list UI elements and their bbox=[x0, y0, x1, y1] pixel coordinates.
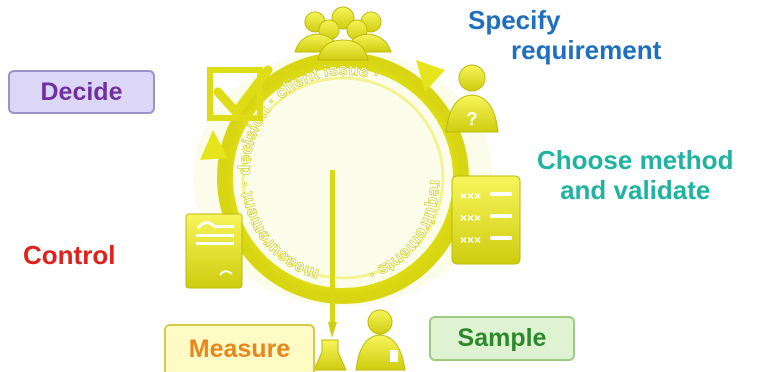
choose-line-2: and validate bbox=[560, 174, 711, 205]
sample-label: Sample bbox=[429, 316, 575, 361]
scientist-icon bbox=[355, 309, 406, 371]
inner-ring bbox=[241, 76, 445, 280]
control-label: Control bbox=[23, 240, 116, 270]
svg-text:×××: ××× bbox=[460, 211, 481, 225]
choose-method-label: Choose method and validate bbox=[537, 145, 734, 206]
document-icon bbox=[185, 213, 243, 289]
svg-text:×××: ××× bbox=[460, 189, 481, 203]
svg-text:?: ? bbox=[467, 109, 478, 129]
specify-line-2: requirement bbox=[511, 34, 662, 65]
specify-line-1: Specify bbox=[468, 5, 561, 35]
measure-label: Measure bbox=[164, 324, 315, 372]
group-icon bbox=[294, 6, 392, 61]
flask-icon bbox=[313, 170, 347, 371]
checklist-icon: ××× ××× ××× bbox=[451, 175, 521, 265]
svg-text:×××: ××× bbox=[460, 233, 481, 247]
specify-requirement-label: Specify requirement bbox=[468, 5, 662, 66]
checkbox-icon bbox=[207, 65, 273, 121]
person-question-icon: ? bbox=[445, 64, 499, 133]
ring-arrow-left bbox=[200, 130, 228, 160]
ring-arrow-top-right bbox=[416, 60, 445, 92]
choose-line-1: Choose method bbox=[537, 145, 734, 175]
decide-label: Decide bbox=[8, 70, 155, 114]
